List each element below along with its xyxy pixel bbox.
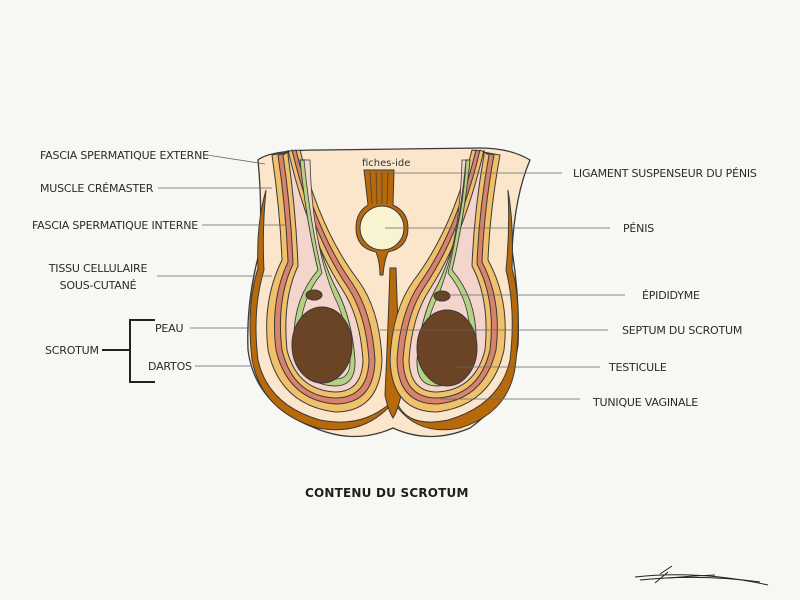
label-muscle-cremaster: MUSCLE CRÉMASTER (40, 182, 154, 195)
label-ligament-suspenseur: LIGAMENT SUSPENSEUR DU PÉNIS (573, 167, 757, 180)
watermark: fiches-ide (362, 158, 410, 169)
leader-lines (157, 154, 625, 400)
label-tissu-line2: SOUS-CUTANÉ (59, 279, 137, 292)
ligament-fibers (369, 171, 389, 205)
testicle-left (291, 306, 353, 384)
label-epididyme: ÉPIDIDYME (642, 289, 700, 302)
label-dartos: DARTOS (148, 360, 192, 373)
signature (634, 565, 769, 586)
label-tissu-cellulaire-sous-cutane: TISSU CELLULAIRE SOUS-CUTANÉ (48, 262, 148, 292)
label-tunique-vaginale: TUNIQUE VAGINALE (593, 396, 698, 409)
label-tissu-line1: TISSU CELLULAIRE (48, 262, 148, 275)
scrotum-bracket (102, 319, 155, 383)
epididymis-left (305, 289, 323, 301)
label-fascia-spermatique-externe: FASCIA SPERMATIQUE EXTERNE (40, 149, 209, 162)
label-testicule: TESTICULE (609, 361, 667, 374)
diagram-title: CONTENU DU SCROTUM (305, 486, 469, 500)
label-fascia-spermatique-interne: FASCIA SPERMATIQUE INTERNE (32, 219, 199, 232)
epididymis-right (433, 290, 451, 302)
label-septum-du-scrotum: SEPTUM DU SCROTUM (622, 324, 743, 337)
testicle-right (416, 309, 478, 387)
label-penis: PÉNIS (623, 222, 655, 235)
label-scrotum: SCROTUM (45, 344, 99, 357)
label-peau: PEAU (155, 322, 184, 335)
